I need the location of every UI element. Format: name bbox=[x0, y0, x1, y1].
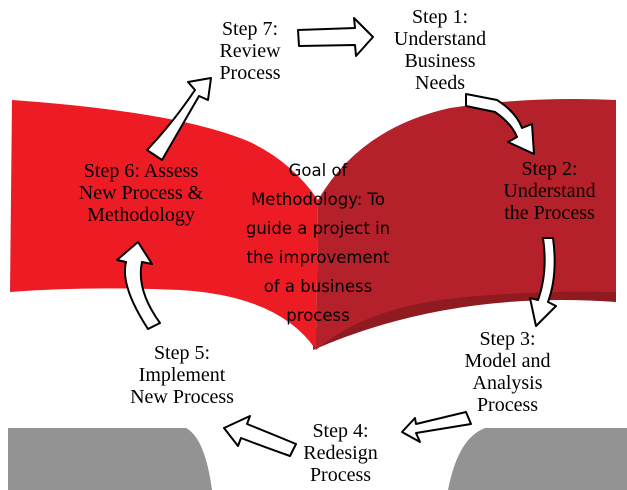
step-2-label: Step 2: Understand the Process bbox=[487, 158, 612, 224]
step-5-line: Step 5: bbox=[153, 342, 211, 364]
arrow-step7-to-step1 bbox=[297, 17, 374, 57]
center-goal-text: Goal of Methodology: To guide a project … bbox=[243, 156, 393, 330]
arrow-step5-to-step6 bbox=[116, 241, 161, 330]
step-6-line: New Process & bbox=[78, 182, 204, 204]
step-7-line: Process bbox=[219, 62, 281, 84]
step-1-line: Needs bbox=[415, 72, 465, 94]
step-6-line: Step 6: Assess bbox=[83, 160, 199, 182]
step-3-line: Model and bbox=[464, 350, 551, 372]
step-5-line: Implement bbox=[138, 364, 226, 386]
step-6-label: Step 6: Assess New Process & Methodology bbox=[56, 160, 226, 226]
goal-line: Goal of bbox=[288, 161, 348, 180]
arrow-step4-to-step5 bbox=[223, 415, 297, 457]
step-1-label: Step 1: Understand Business Needs bbox=[375, 6, 505, 94]
step-4-label: Step 4: Redesign Process bbox=[283, 420, 398, 486]
step-1-line: Business bbox=[404, 50, 476, 72]
arrow-step3-to-step4 bbox=[401, 411, 472, 443]
step-1-line: Understand bbox=[393, 28, 487, 50]
step-3-label: Step 3: Model and Analysis Process bbox=[445, 328, 570, 416]
goal-line: the improvement bbox=[246, 248, 390, 267]
step-3-line: Analysis bbox=[472, 372, 543, 394]
step-3-line: Step 3: bbox=[479, 328, 536, 350]
step-7-line: Review bbox=[219, 40, 281, 62]
step-3-line: Process bbox=[476, 394, 539, 416]
step-1-line: Step 1: bbox=[411, 6, 469, 28]
step-5-label: Step 5: Implement New Process bbox=[112, 342, 252, 408]
step-4-line: Step 4: bbox=[312, 420, 369, 442]
step-6-line: Methodology bbox=[87, 204, 195, 226]
arrow-step6-to-step7 bbox=[146, 77, 212, 161]
base-right-shape bbox=[448, 428, 627, 490]
step-2-line: Understand bbox=[503, 180, 596, 202]
step-7-label: Step 7: Review Process bbox=[200, 18, 300, 84]
base-left-shape bbox=[8, 428, 212, 490]
goal-line: guide a project in bbox=[245, 219, 391, 238]
step-2-line: Step 2: bbox=[521, 158, 578, 180]
step-5-line: New Process bbox=[130, 386, 234, 408]
goal-line: process bbox=[286, 306, 350, 325]
arrow-step2-to-step3 bbox=[529, 237, 557, 327]
arrow-step1-to-step2 bbox=[465, 93, 535, 155]
step-4-line: Redesign bbox=[303, 442, 378, 464]
book-left-page bbox=[10, 100, 318, 350]
goal-line: Methodology: To bbox=[251, 190, 385, 209]
step-2-line: the Process bbox=[504, 202, 595, 224]
goal-line: of a business bbox=[263, 277, 373, 296]
step-4-line: Process bbox=[309, 464, 372, 486]
step-7-line: Step 7: bbox=[221, 18, 279, 40]
